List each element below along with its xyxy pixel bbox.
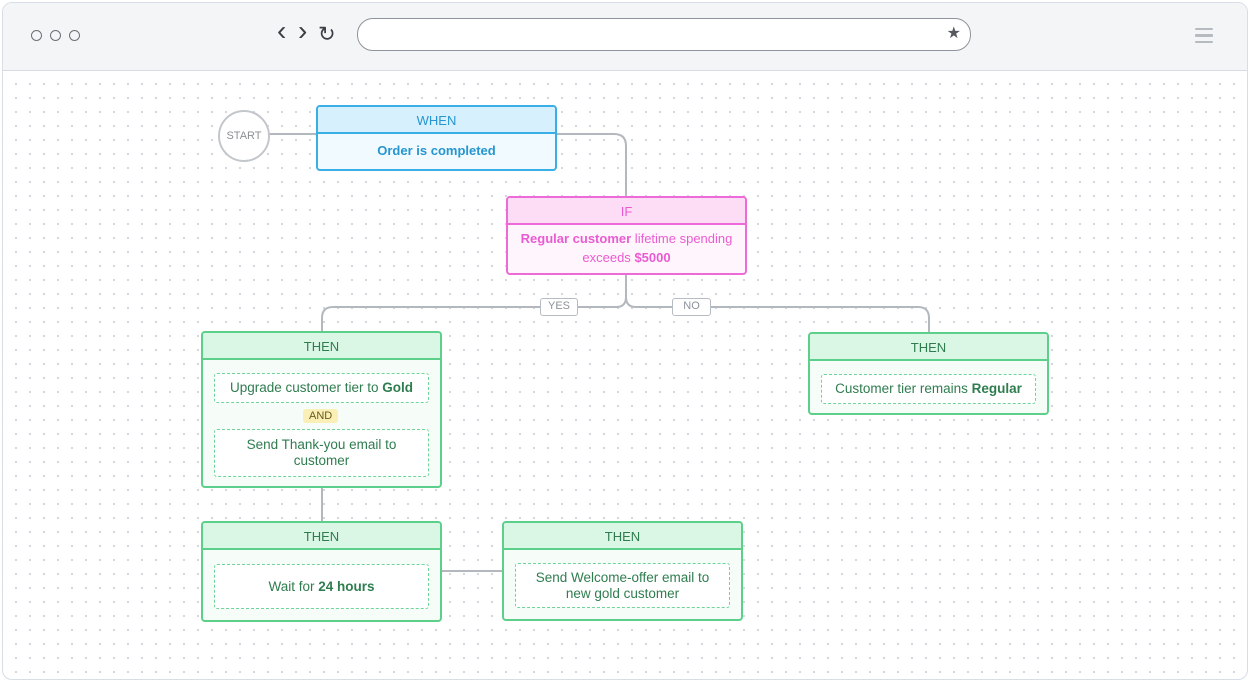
window-dot-icon[interactable] (50, 30, 61, 41)
then-offer-header: THEN (504, 523, 741, 550)
action-tier-remains[interactable]: Customer tier remains Regular (821, 374, 1036, 404)
window-dot-icon[interactable] (69, 30, 80, 41)
if-condition-amount: $5000 (634, 250, 671, 265)
action-upgrade-tier[interactable]: Upgrade customer tier to Gold (214, 373, 429, 403)
forward-icon[interactable]: › (298, 15, 308, 46)
start-node[interactable]: START (218, 110, 270, 162)
reload-icon[interactable]: ↻ (318, 23, 336, 46)
url-bar[interactable]: ★ (357, 18, 971, 51)
wire-if-yes (321, 275, 627, 333)
connector-lines (266, 133, 930, 572)
if-header: IF (508, 198, 745, 225)
if-condition-text: lifetime spending exceeds (582, 231, 733, 265)
back-icon[interactable]: ‹ (277, 15, 287, 46)
then-wait-header: THEN (203, 523, 440, 550)
browser-toolbar: ‹ › ↻ ★ (3, 3, 1247, 71)
when-trigger-text: Order is completed (377, 143, 496, 158)
action-remains-bold: Regular (971, 381, 1022, 396)
yes-branch-label: YES (540, 298, 578, 316)
action-wait-text: Wait for (268, 578, 315, 594)
wire-if-no (625, 296, 930, 333)
action-wait-bold: 24 hours (318, 578, 375, 594)
no-branch-label: NO (672, 298, 711, 316)
action-upgrade-text: Upgrade customer tier to (229, 380, 379, 395)
if-condition: Regular customer lifetime spending excee… (508, 225, 745, 267)
wire-when-if (556, 133, 627, 198)
hamburger-menu-icon[interactable] (1195, 28, 1213, 47)
action-thank-you-email[interactable]: Send Thank-you email to customer (214, 429, 429, 477)
action-welcome-offer-email[interactable]: Send Welcome-offer email to new gold cus… (515, 563, 730, 608)
window-dot-icon[interactable] (31, 30, 42, 41)
star-icon[interactable]: ★ (946, 25, 961, 42)
when-node[interactable]: WHEN Order is completed (316, 105, 557, 171)
if-condition-subject: Regular customer (520, 231, 632, 246)
then-yes-header: THEN (203, 333, 440, 360)
then-no-header: THEN (810, 334, 1047, 361)
if-node[interactable]: IF Regular customer lifetime spending ex… (506, 196, 747, 275)
when-header: WHEN (318, 107, 555, 134)
action-wait[interactable]: Wait for 24 hours (214, 564, 429, 609)
and-connector-badge: AND (303, 409, 339, 423)
then-wait-node[interactable]: THEN Wait for 24 hours (201, 521, 442, 622)
then-no-node[interactable]: THEN Customer tier remains Regular (808, 332, 1049, 415)
then-offer-node[interactable]: THEN Send Welcome-offer email to new gol… (502, 521, 743, 621)
action-upgrade-bold: Gold (382, 380, 414, 395)
action-remains-text: Customer tier remains (835, 381, 968, 396)
then-yes-node[interactable]: THEN Upgrade customer tier to Gold AND S… (201, 331, 442, 488)
